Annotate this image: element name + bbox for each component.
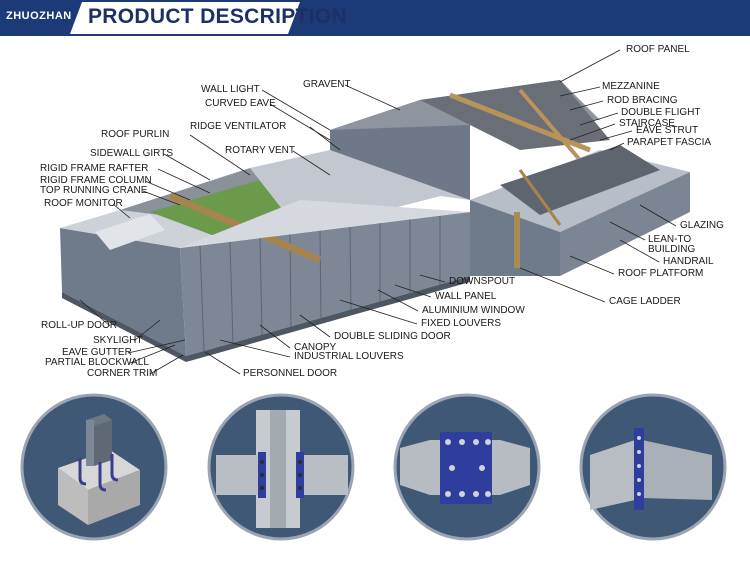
label-canopy: CANOPY <box>294 342 337 353</box>
label-partial-blockwall: PARTIAL BLOCKWALL <box>45 357 149 368</box>
label-double-sliding-door: DOUBLE SLIDING DOOR <box>334 331 451 342</box>
label-roll-up-door: ROLL-UP DOOR <box>41 320 117 331</box>
label-lean-to: LEAN-TO <box>648 234 692 245</box>
roof-monitor <box>95 214 165 250</box>
label-gravent: GRAVENT <box>303 79 351 90</box>
label-roof-purlin: ROOF PURLIN <box>101 129 170 140</box>
cage-ladder <box>514 212 520 268</box>
label-personnel-door: PERSONNEL DOOR <box>243 368 338 379</box>
label-glazing: GLAZING <box>680 220 724 231</box>
label-fixed-louvers: FIXED LOUVERS <box>421 318 502 329</box>
lean-to-wall <box>560 172 690 276</box>
label-mezzanine: MEZZANINE <box>602 81 660 92</box>
label-parapet-fascia: PARAPET FASCIA <box>627 137 712 148</box>
label-top-running-crane: TOP RUNNING CRANE <box>40 185 148 196</box>
label-downspout: DOWNSPOUT <box>449 276 516 287</box>
label-roof-panel: ROOF PANEL <box>626 44 690 55</box>
label-ridge-ventilator: RIDGE VENTILATOR <box>190 121 287 132</box>
beam-end-plate-icon <box>579 393 727 541</box>
label-wall-panel: WALL PANEL <box>435 291 497 302</box>
label-skylight: SKYLIGHT <box>93 335 143 346</box>
label-industrial-louvers: INDUSTRIAL LOUVERS <box>294 351 404 362</box>
label-aluminium-window: ALUMINIUM WINDOW <box>422 305 525 316</box>
page-title: PRODUCT DESCRIPTION <box>88 5 347 28</box>
side-wall <box>180 212 470 356</box>
label-eave-strut: EAVE STRUT <box>636 125 699 136</box>
column-base-icon <box>20 393 168 541</box>
label-staircase: STAIRCASE <box>619 118 675 129</box>
beam-column-joint-icon <box>207 393 355 541</box>
label-roof-monitor: ROOF MONITOR <box>44 198 123 209</box>
label-lean-to-building: BUILDING <box>648 244 696 255</box>
label-rigid-frame-rafter: RIGID FRAME RAFTER <box>40 163 149 174</box>
label-double-flight: DOUBLE FLIGHT <box>621 107 701 118</box>
label-wall-light: WALL LIGHT <box>201 84 260 95</box>
beam-splice-icon <box>393 393 541 541</box>
label-corner-trim: CORNER TRIM <box>87 368 158 379</box>
label-sidewall-girts: SIDEWALL GIRTS <box>90 148 173 159</box>
label-handrail: HANDRAIL <box>663 256 714 267</box>
label-curved-eave: CURVED EAVE <box>205 98 276 109</box>
label-rigid-frame-column: RIGID FRAME COLUMN <box>40 175 152 186</box>
label-eave-gutter: EAVE GUTTER <box>62 347 132 358</box>
brand-logo-text: ZHUOZHAN <box>6 10 72 22</box>
label-roof-platform: ROOF PLATFORM <box>618 268 704 279</box>
label-rotary-vent: ROTARY VENT <box>225 145 296 156</box>
label-rod-bracing: ROD BRACING <box>607 95 678 106</box>
label-cage-ladder: CAGE LADDER <box>609 296 681 307</box>
